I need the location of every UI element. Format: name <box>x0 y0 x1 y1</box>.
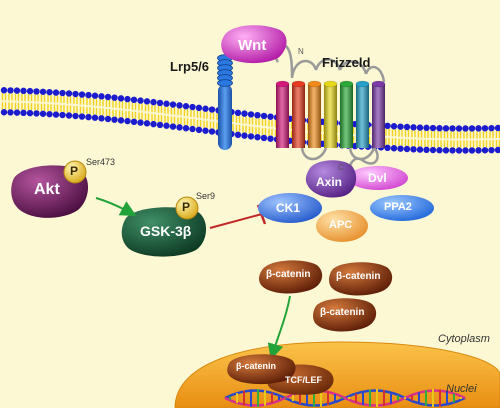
nucleus <box>174 341 500 408</box>
apc-label: APC <box>329 219 353 231</box>
cytoplasm-label: Cytoplasm <box>438 333 490 345</box>
akt-label: Akt <box>34 181 60 198</box>
akt-site-label: Ser473 <box>86 157 116 167</box>
akt-to-gsk-activation-arrow <box>95 197 137 216</box>
nuclear-beta-catenin-label: β-catenin <box>236 361 276 371</box>
ppa2-label: PPA2 <box>384 201 412 213</box>
nuclear-translocation-arrow <box>267 295 291 360</box>
nuclear-beta-catenin <box>227 354 296 385</box>
akt-phospho-circle <box>63 160 87 184</box>
ppa2-protein <box>370 195 434 221</box>
frizzled-intracellular-loops <box>300 145 379 174</box>
beta-catenin-label-2: β-catenin <box>336 271 381 282</box>
akt-phospho-label: P <box>70 164 79 178</box>
dna-helix <box>224 389 466 407</box>
cell-membrane <box>0 87 500 154</box>
wnt-ligand <box>221 25 287 64</box>
gsk-label: GSK-3β <box>140 223 192 239</box>
beta-catenin-label-3: β-catenin <box>320 307 365 318</box>
nuclei-label: Nuclei <box>446 383 477 395</box>
gsk-site-label: Ser9 <box>196 191 216 201</box>
gsk-phospho-circle <box>175 196 199 220</box>
dvl-protein <box>348 166 408 190</box>
apc-protein <box>316 210 368 242</box>
wnt-label: Wnt <box>238 37 267 54</box>
beta-catenin-2 <box>329 262 393 296</box>
tcf-lef-label: TCF/LEF <box>285 375 322 385</box>
gsk-phospho-label: P <box>182 200 191 214</box>
ck1-protein <box>258 193 322 223</box>
dvl-label: Dvl <box>368 171 387 185</box>
n-terminus-label: N <box>298 47 304 56</box>
frizzled-label: Frizzeld <box>322 55 371 70</box>
beta-catenin-label-1: β-catenin <box>266 269 311 280</box>
beta-catenin-3 <box>313 298 377 332</box>
lrp56-receptor <box>217 54 233 150</box>
frizzled-receptor <box>275 80 386 148</box>
lrp-label: Lrp5/6 <box>170 59 210 74</box>
gsk-inhibition-line <box>209 204 267 229</box>
axin-protein <box>305 160 357 198</box>
axin-label: Axin <box>316 175 343 189</box>
gsk3b-protein <box>121 207 207 257</box>
ck1-label: CK1 <box>276 201 301 215</box>
beta-catenin-1 <box>259 260 323 294</box>
c-terminus-label: C <box>338 163 344 172</box>
